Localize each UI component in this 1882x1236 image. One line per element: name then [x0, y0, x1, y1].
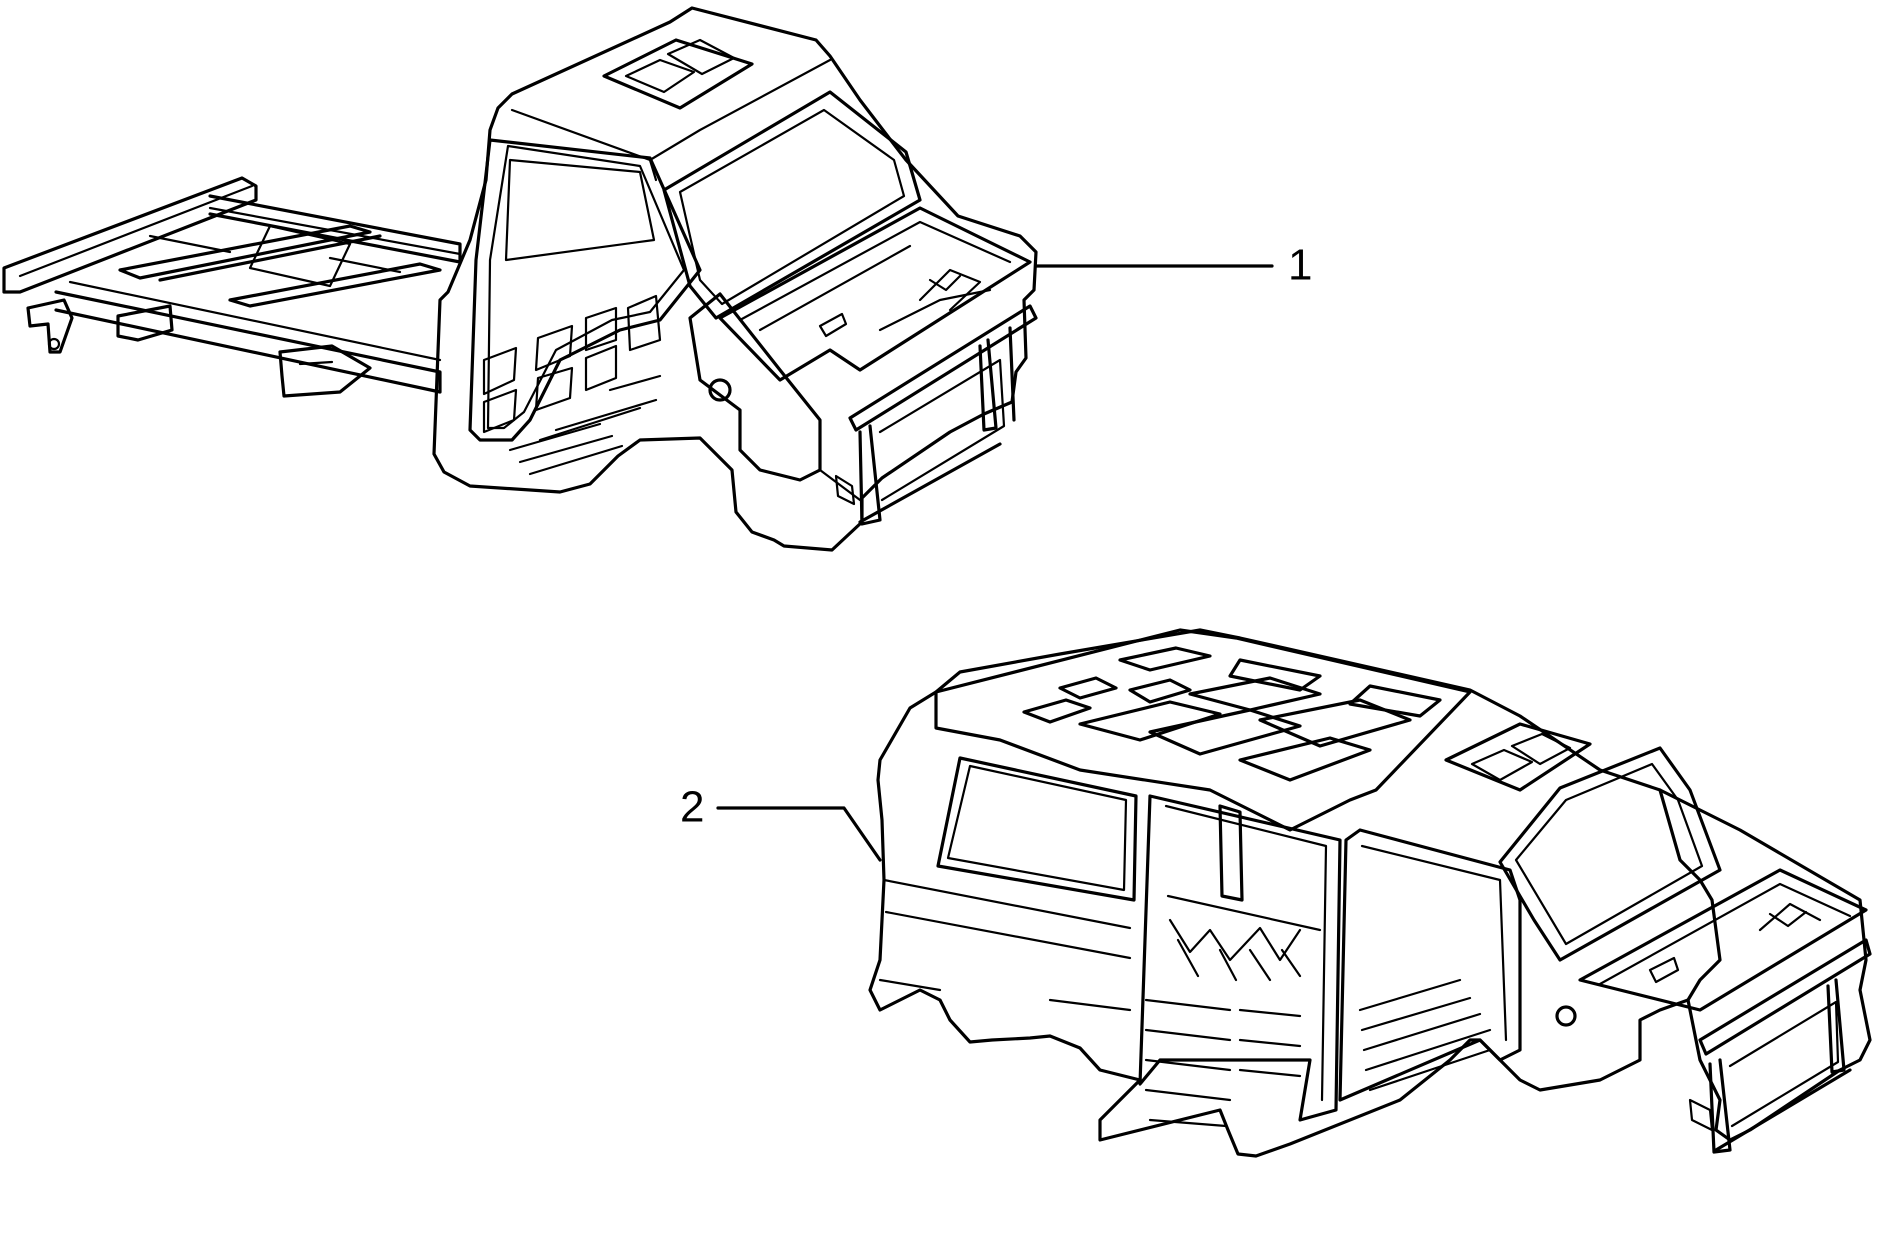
callout-2-number: 2: [680, 783, 704, 832]
cab-with-chassis-drawing: [2, 6, 1038, 552]
callout-1: 1: [1034, 241, 1312, 290]
chassis-frame: [2, 176, 462, 398]
van-body-shell-drawing: [868, 628, 1872, 1158]
cab-shell: [432, 6, 1038, 552]
callout-2: 2: [680, 783, 882, 862]
callout-1-number: 1: [1288, 241, 1312, 290]
callout-2-leader-line: [716, 806, 882, 862]
